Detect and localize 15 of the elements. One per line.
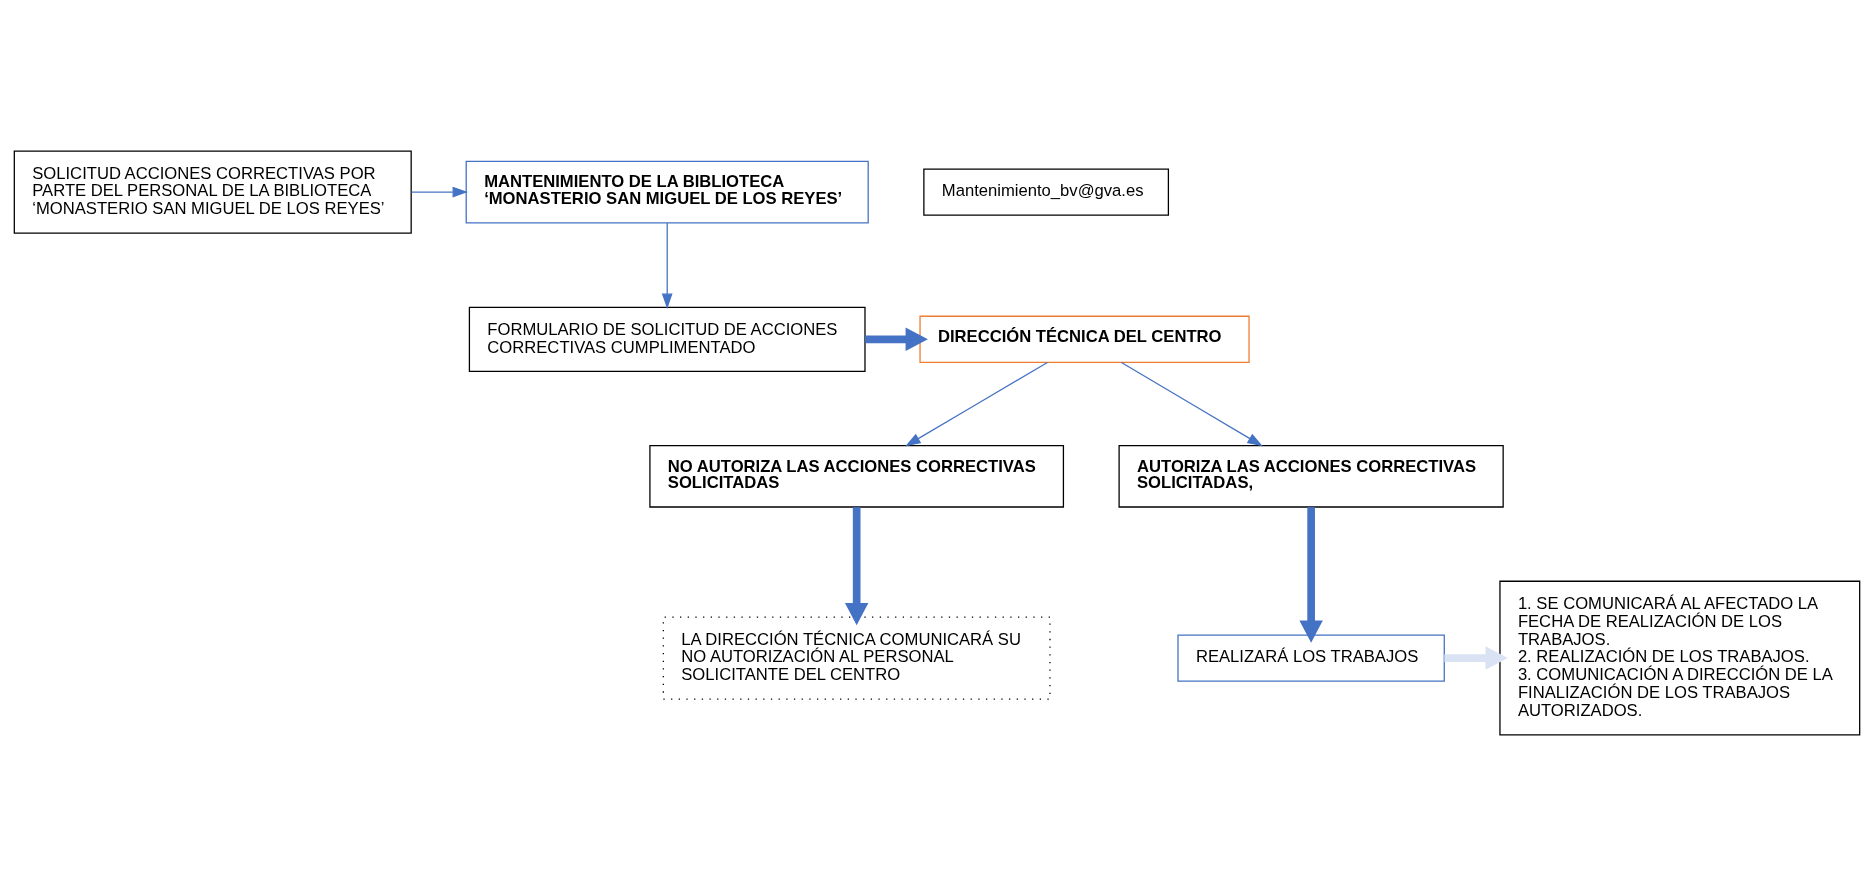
- node-box: DIRECCIÓN TÉCNICA DEL CENTRO: [919, 315, 1250, 363]
- arrow: [905, 361, 1049, 447]
- node-box: NO AUTORIZA LAS ACCIONES CORRECTIVAS SOLICITADAS: [649, 444, 1065, 508]
- arrow: [661, 222, 673, 309]
- node-box: MANTENIMIENTO DE LA BIBLIOTECA ‘MONASTERIO SAN MIGUEL DE LOS REYES’: [465, 160, 869, 224]
- node-box: REALIZARÁ LOS TRABAJOS: [1177, 634, 1445, 682]
- arrow: [410, 186, 468, 198]
- node-box: Mantenimiento_bv@gva.es: [923, 168, 1170, 216]
- arrow: [1444, 646, 1508, 670]
- node-box: AUTORIZA LAS ACCIONES CORRECTIVAS SOLICITADAS,: [1118, 444, 1504, 508]
- node-box: FORMULARIO DE SOLICITUD DE ACCIONES CORRECTIVAS CUMPLIMENTADO: [468, 306, 866, 372]
- node-box: LA DIRECCIÓN TÉCNICA COMUNICARÁ SU NO AUTORIZACIÓN AL PERSONAL SOLICITANTE DEL CENTRO: [662, 616, 1051, 700]
- node-box: 1. SE COMUNICARÁ AL AFECTADO LA FECHA DE REALIZACIÓN DE LOS TRABAJOS. 2. REALIZACIÓN DE LOS TRABAJOS. 3. COMUNICACIÓN A DIRECCIÓN DE LA FINALIZACIÓN DE LOS TRABAJOS AUTORIZADOS.: [1499, 580, 1861, 736]
- node-box: SOLICITUD ACCIONES CORRECTIVAS POR PARTE DEL PERSONAL DE LA BIBLIOTECA ‘MONASTERIO SAN MIGUEL DE LOS REYES’: [13, 150, 412, 234]
- arrow: [1120, 361, 1263, 447]
